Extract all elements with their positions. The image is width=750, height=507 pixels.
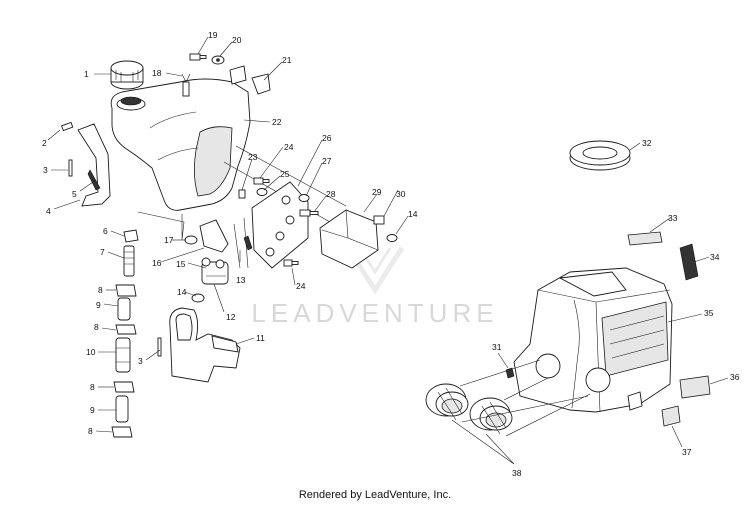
washer: [256, 188, 268, 196]
fuel-shutoff-fitting: [123, 229, 139, 243]
callout-5: 5: [72, 189, 77, 199]
bolt: [253, 177, 270, 185]
vent-fitting: [181, 73, 191, 97]
callout-3: 3: [43, 165, 48, 175]
nut-14: [386, 234, 398, 242]
callout-8b: 8: [94, 322, 99, 332]
callout-9a: 9: [96, 300, 101, 310]
callout-9b: 9: [90, 405, 95, 415]
callout-29: 29: [372, 187, 382, 197]
spacer-23: [238, 189, 246, 199]
fuel-fitting: [123, 245, 135, 277]
callout-14a: 14: [408, 209, 418, 219]
callouts: 1 2 3 4 5 6 7 8 9 8 10 8 9 8 19 20 18 21…: [42, 30, 740, 478]
intake-boot: [425, 383, 469, 421]
mounting-plate: [251, 181, 309, 269]
callout-1: 1: [84, 69, 89, 79]
callout-8d: 8: [88, 426, 93, 436]
decal-37: [661, 405, 681, 427]
hose-clamp: [115, 324, 137, 335]
tank-mount-bracket: [77, 123, 111, 207]
fuel-pump: [201, 257, 229, 285]
callout-3b: 3: [138, 356, 143, 366]
hose-clamp: [115, 284, 137, 297]
callout-31: 31: [492, 342, 502, 352]
fuel-hose: [117, 297, 131, 321]
callout-18: 18: [152, 68, 162, 78]
callout-30: 30: [396, 189, 406, 199]
strap: [679, 243, 699, 281]
fuel-line-components: [111, 229, 139, 438]
callout-19: 19: [208, 30, 218, 40]
screw-3b: [157, 337, 162, 357]
bolt: [189, 53, 207, 61]
footer-credit: Rendered by LeadVenture, Inc.: [298, 489, 452, 501]
tank-bracket: [251, 73, 271, 95]
nut: [184, 235, 198, 245]
decal-36: [679, 375, 711, 399]
fuel-tank-panel: [194, 126, 233, 197]
fuel-filter: [115, 337, 131, 373]
pump-bracket: [199, 219, 229, 253]
callout-36: 36: [730, 372, 740, 382]
watermark: LEADVENTURE: [251, 246, 498, 328]
callout-6: 6: [103, 226, 108, 236]
callout-23: 23: [248, 152, 258, 162]
screw-3: [68, 159, 73, 177]
callout-37: 37: [682, 447, 692, 457]
callout-leaders: [47, 36, 729, 465]
callout-33: 33: [668, 213, 678, 223]
callout-4: 4: [46, 206, 51, 216]
screw: [61, 121, 74, 132]
bolt: [299, 209, 319, 217]
callout-28: 28: [326, 189, 336, 199]
electrical-assembly: [223, 145, 398, 269]
filler-thread: [120, 96, 142, 106]
watermark-text: LEADVENTURE: [251, 298, 498, 328]
callout-26: 26: [322, 133, 332, 143]
fuel-hose: [115, 395, 129, 423]
callout-8c: 8: [90, 382, 95, 392]
fuel-cap: [110, 60, 144, 90]
callout-17: 17: [164, 235, 174, 245]
decal: [627, 231, 663, 246]
seal-ring: [569, 140, 631, 171]
callout-24b: 24: [296, 281, 306, 291]
callout-13: 13: [236, 275, 246, 285]
callout-27: 27: [322, 156, 332, 166]
connector: [373, 215, 385, 225]
cdi-box: [319, 209, 379, 269]
callout-32: 32: [642, 138, 652, 148]
nut: [191, 293, 205, 303]
fuel-tank-assembly: [61, 53, 271, 241]
callout-11: 11: [256, 333, 265, 343]
callout-20: 20: [232, 35, 242, 45]
hose-clamp: [113, 381, 135, 393]
bolt: [283, 259, 299, 267]
callout-25: 25: [280, 169, 290, 179]
callout-34: 34: [710, 252, 720, 262]
callout-38: 38: [512, 468, 522, 478]
callout-24a: 24: [284, 142, 294, 152]
callout-35: 35: [704, 308, 714, 318]
callout-10: 10: [86, 347, 96, 357]
callout-8a: 8: [98, 285, 103, 295]
fuel-pump-assembly: [157, 217, 249, 383]
callout-15: 15: [176, 259, 186, 269]
airbox-assembly: [425, 140, 711, 437]
spacer: [298, 194, 310, 202]
callout-2: 2: [42, 138, 47, 148]
callout-14b: 14: [177, 287, 187, 297]
callout-12: 12: [226, 312, 236, 322]
hose-clamp: [111, 426, 133, 438]
callout-21: 21: [282, 55, 292, 65]
callout-16: 16: [152, 258, 162, 268]
callout-7: 7: [100, 247, 105, 257]
callout-22: 22: [272, 117, 282, 127]
